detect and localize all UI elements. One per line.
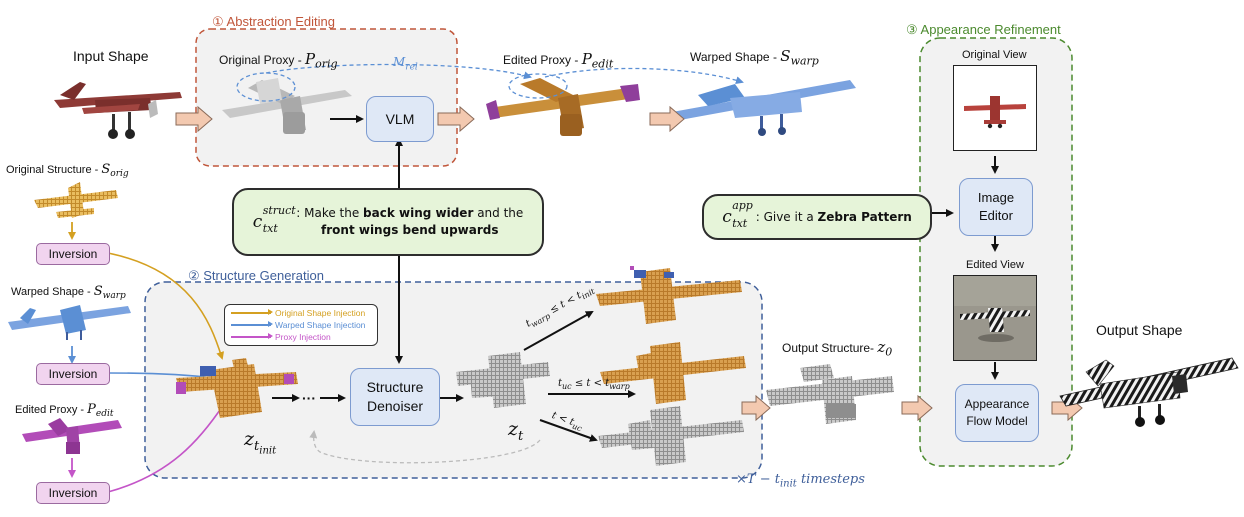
red-plane-view-icon [964, 96, 1026, 129]
output-structure-icon [766, 364, 894, 424]
warped-left-icon [8, 305, 131, 340]
big-arrow-1 [175, 105, 213, 133]
edited-proxy-top-label: Edited Proxy - Pedit [503, 50, 614, 71]
z-t-label: zt [508, 418, 524, 444]
warped-airplane-icon [672, 80, 856, 136]
original-view-image [953, 65, 1037, 151]
inversion-button-1: Inversion [36, 243, 110, 265]
original-proxy-highlight [236, 72, 296, 102]
edited-proxy-left-label: Edited Proxy - Pedit [15, 402, 114, 420]
edited-proxy-icon [486, 78, 640, 136]
image-editor-box: Image Editor [959, 178, 1033, 236]
big-arrow-4 [741, 394, 771, 422]
app-prompt-box: c app txt : Give it a Zebra Pattern [702, 194, 932, 240]
warped-shape-top-label: Warped Shape - Swarp [690, 47, 819, 68]
input-shape-label: Input Shape [73, 48, 149, 64]
timesteps-label: ×T − tinit timesteps [736, 472, 865, 490]
app-prompt-text: : Give it a Zebra Pattern [755, 209, 912, 224]
vlm-box: VLM [366, 96, 434, 142]
output-shape-label: Output Shape [1096, 322, 1183, 338]
edited-proxy-left-icon [22, 418, 122, 454]
injection-legend: Original Shape Injection Warped Shape In… [224, 304, 378, 346]
big-arrow-3 [649, 105, 685, 133]
warped-shape-left-label: Warped Shape - Swarp [11, 284, 126, 302]
output-zebra-airplane-icon [1059, 357, 1239, 427]
structure-denoiser-box: Structure Denoiser [350, 368, 440, 426]
output-structure-label: Output Structure- z0 [782, 338, 893, 359]
legend-row-original: Original Shape Injection [225, 307, 377, 319]
struct-prompt-text: : Make the back wing wider and the front… [296, 206, 524, 237]
original-proxy-label: Original Proxy - Porig [219, 50, 338, 71]
big-arrow-2 [437, 105, 475, 133]
z-t-voxel-icon [456, 352, 550, 408]
zebra-plane-view-icon [954, 276, 1036, 360]
struct-prompt-box: c struct txt : Make the back wing wider … [232, 188, 544, 256]
warp-dashed-arrow [544, 67, 744, 85]
edited-proxy-highlight [508, 73, 568, 99]
edited-view-label: Edited View [966, 259, 1024, 271]
appearance-refinement-label: ③ Appearance Refinement [906, 22, 1061, 37]
structure-generation-label: ② Structure Generation [188, 268, 324, 283]
abstraction-editing-label: ① Abstraction Editing [212, 14, 335, 29]
original-structure-label: Original Structure - Sorig [6, 162, 129, 180]
branch-top-voxel-icon [596, 266, 742, 324]
inversion-button-2: Inversion [36, 363, 110, 385]
z-tinit-label: ztinit [244, 428, 277, 457]
original-structure-icon [34, 182, 118, 218]
cond-uc-label: tuc ≤ t < twarp [558, 378, 630, 391]
z-tinit-voxel-icon [176, 358, 298, 418]
original-view-label: Original View [962, 49, 1027, 61]
m-rel-label: Mrel [393, 55, 418, 73]
inversion-button-3: Inversion [36, 482, 110, 504]
branch-mid-voxel-icon [600, 342, 746, 404]
big-arrow-5 [901, 394, 933, 422]
original-proxy-icon [222, 78, 352, 134]
legend-row-warped: Warped Shape Injection [225, 319, 377, 331]
legend-row-proxy: Proxy Injection [225, 331, 377, 343]
appearance-flow-model-box: Appearance Flow Model [955, 384, 1039, 442]
branch-low-voxel-icon [598, 406, 744, 466]
ellipsis-dots: ··· [302, 390, 316, 406]
edited-view-image [953, 275, 1037, 361]
input-airplane-icon [54, 82, 182, 139]
